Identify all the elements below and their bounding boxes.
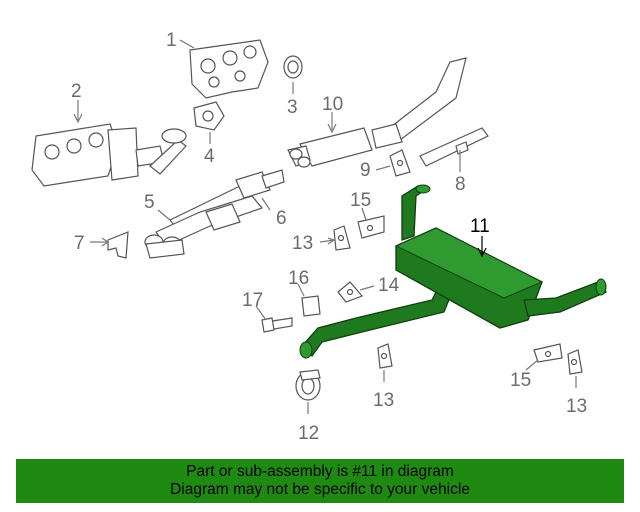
callout-13b: 13	[373, 390, 394, 411]
callout-15b: 15	[510, 370, 531, 391]
callout-7: 7	[74, 233, 85, 254]
callout-12: 12	[298, 423, 319, 444]
callout-5: 5	[144, 192, 155, 213]
part-15-hanger-plate-upper[interactable]	[357, 215, 385, 239]
callout-17: 17	[242, 290, 263, 311]
part-1-exhaust-manifold[interactable]	[189, 39, 269, 99]
callout-15a: 15	[350, 190, 371, 211]
part-11-muffler-assembly[interactable]	[299, 184, 608, 359]
part-8-crossmember[interactable]	[419, 127, 489, 167]
callout-2: 2	[71, 81, 82, 102]
callout-13c: 13	[566, 396, 587, 417]
callout-3: 3	[287, 97, 298, 118]
banner-line-1: Part or sub-assembly is #11 in diagram	[186, 463, 454, 480]
callout-9: 9	[360, 160, 371, 181]
exhaust-parts-diagram: 1 2 3 4 10 9	[31, 30, 608, 444]
callout-4: 4	[204, 146, 215, 167]
callout-11: 11	[470, 216, 490, 237]
callout-10: 10	[322, 94, 343, 115]
part-14-hanger[interactable]	[337, 281, 364, 303]
part-13-isolator-lower[interactable]	[567, 349, 583, 375]
part-15-hanger-plate-lower[interactable]	[533, 343, 563, 363]
callout-6: 6	[276, 208, 287, 229]
callout-8: 8	[455, 174, 466, 195]
callout-1: 1	[166, 30, 177, 51]
notice-banner: Part or sub-assembly is #11 in diagram D…	[16, 459, 624, 503]
callout-14: 14	[378, 275, 400, 296]
part-17-bolt[interactable]	[261, 317, 293, 333]
part-12-clamp[interactable]	[295, 369, 321, 401]
part-5-dual-front-pipe[interactable]	[144, 195, 264, 259]
part-3-gasket-ring[interactable]	[283, 55, 303, 79]
part-2-manifold-converter[interactable]	[31, 123, 187, 187]
part-9-hanger-bracket[interactable]	[389, 149, 411, 177]
callout-16: 16	[288, 268, 309, 289]
part-13-isolator-upper[interactable]	[333, 225, 351, 251]
part-16-isolator[interactable]	[301, 295, 321, 317]
callout-13a: 13	[292, 233, 313, 254]
part-13-isolator-middle[interactable]	[377, 343, 393, 369]
banner-line-2: Diagram may not be specific to your vehi…	[170, 481, 470, 498]
part-10-front-pipe-resonator[interactable]	[287, 57, 467, 168]
part-4-flange-gasket[interactable]	[193, 101, 225, 131]
part-7-bracket[interactable]	[107, 231, 129, 259]
